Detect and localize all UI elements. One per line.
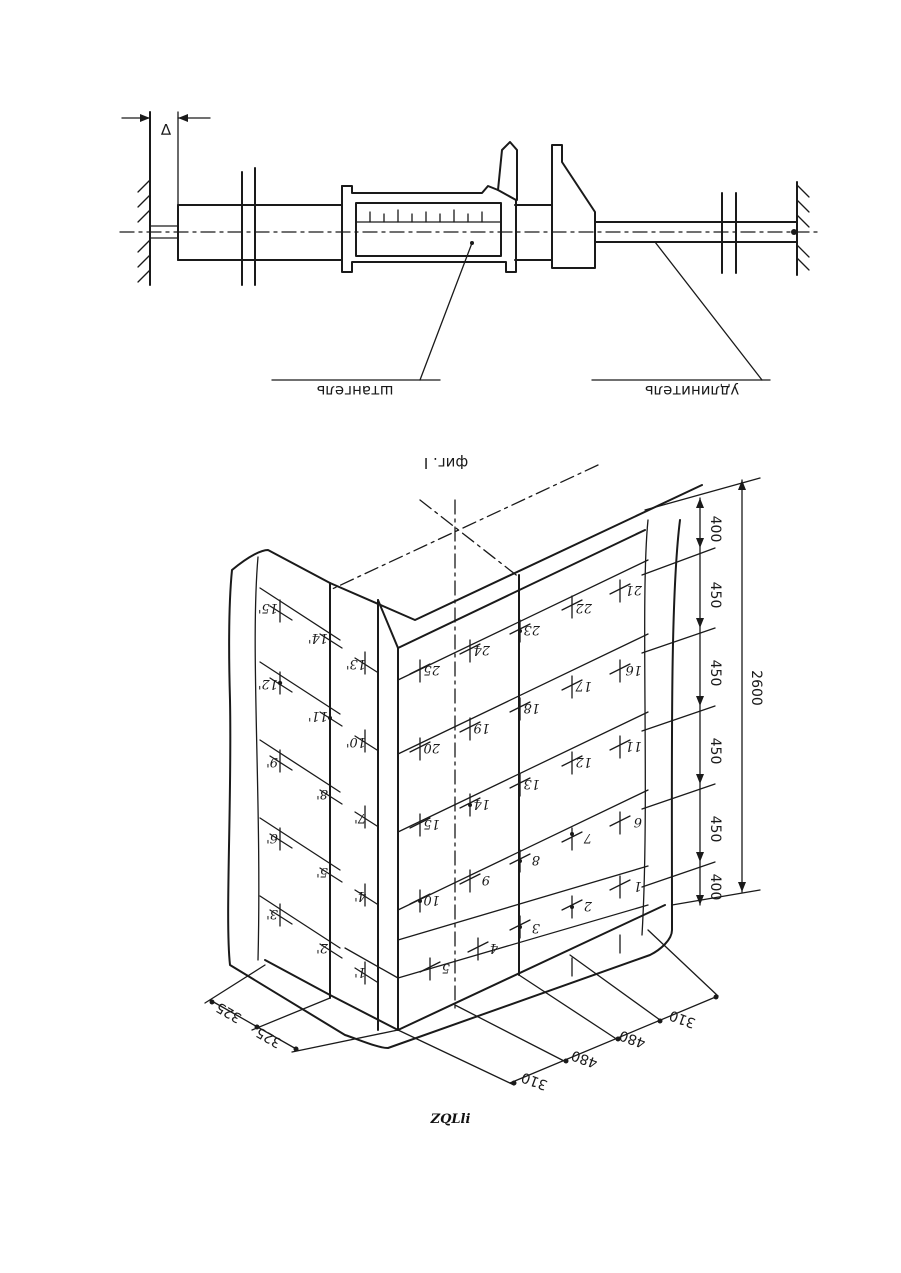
label-bar: штангель xyxy=(317,382,394,400)
svg-text:24: 24 xyxy=(473,642,491,657)
dim-bottom-left-1: 325 xyxy=(213,999,244,1026)
svg-text:15': 15' xyxy=(258,600,278,615)
caliper-bar xyxy=(178,168,552,285)
svg-text:7: 7 xyxy=(583,830,592,845)
svg-text:1: 1 xyxy=(634,878,642,893)
svg-text:22: 22 xyxy=(575,600,593,615)
svg-text:16: 16 xyxy=(625,662,642,677)
dim-bottom-right-4: 310 xyxy=(667,1007,698,1031)
svg-text:21: 21 xyxy=(625,582,643,597)
svg-text:18: 18 xyxy=(523,700,540,715)
svg-text:14: 14 xyxy=(473,796,490,811)
svg-text:20: 20 xyxy=(423,740,441,755)
svg-text:13': 13' xyxy=(346,656,366,671)
figure-2-wall-corner: 400 450 450 450 450 400 2600 325 325 xyxy=(205,465,764,1093)
right-dimension-chain: 400 450 450 450 450 400 2600 xyxy=(642,478,764,905)
bottom-dimension-chains: 325 325 310 480 480 310 xyxy=(205,930,719,1093)
dim-bottom-right-3: 480 xyxy=(617,1027,648,1051)
svg-text:10': 10' xyxy=(346,734,366,749)
fixed-jaw xyxy=(552,145,595,268)
figure-1-caption: фиг. I xyxy=(424,454,468,472)
dim-bottom-right-1: 310 xyxy=(519,1069,550,1093)
svg-text:12: 12 xyxy=(575,754,592,769)
svg-text:14': 14' xyxy=(308,630,328,645)
svg-text:2': 2' xyxy=(316,940,329,955)
svg-text:7': 7' xyxy=(354,810,366,825)
svg-text:12': 12' xyxy=(258,676,278,691)
dim-right-4: 450 xyxy=(707,738,723,765)
svg-text:9: 9 xyxy=(482,872,490,887)
svg-text:11: 11 xyxy=(625,738,642,753)
label-extension: удлинитель xyxy=(645,382,740,400)
extension-rod xyxy=(595,193,797,273)
svg-text:4: 4 xyxy=(490,940,499,955)
svg-text:5: 5 xyxy=(442,960,450,975)
svg-text:4': 4' xyxy=(354,888,367,903)
vernier-frame xyxy=(342,142,517,272)
left-wall xyxy=(138,112,150,285)
svg-text:11': 11' xyxy=(308,708,328,723)
svg-text:13: 13 xyxy=(523,776,540,791)
svg-text:5': 5' xyxy=(316,864,328,879)
dim-right-2: 450 xyxy=(707,582,723,609)
svg-text:8: 8 xyxy=(532,852,540,867)
svg-text:17: 17 xyxy=(575,678,592,693)
svg-text:3': 3' xyxy=(266,906,278,921)
delta-symbol: ∇ xyxy=(160,120,172,138)
dim-right-3: 450 xyxy=(707,660,723,687)
construction-lines xyxy=(330,465,598,1010)
svg-text:6': 6' xyxy=(266,830,278,845)
dim-total: 2600 xyxy=(748,670,764,706)
svg-text:8': 8' xyxy=(316,786,328,801)
figure-1-caliper: ∇ xyxy=(120,112,822,472)
svg-text:6: 6 xyxy=(634,814,642,829)
dim-right-6: 400 xyxy=(707,874,723,901)
svg-text:1': 1' xyxy=(354,964,366,979)
svg-text:9': 9' xyxy=(266,754,278,769)
svg-text:25: 25 xyxy=(423,662,441,677)
right-wall xyxy=(797,182,809,275)
page-footer-code: ZQLli xyxy=(0,1112,901,1127)
svg-text:3: 3 xyxy=(532,920,540,935)
dim-bottom-right-2: 480 xyxy=(569,1047,600,1071)
point-numbers: 21 22 23 24 25 16 17 18 19 20 11 12 13 1… xyxy=(258,582,643,979)
svg-text:15: 15 xyxy=(423,816,440,831)
dim-right-5: 450 xyxy=(707,816,723,843)
dim-right-1: 400 xyxy=(707,516,723,543)
svg-text:2: 2 xyxy=(584,898,593,913)
svg-text:23: 23 xyxy=(523,622,541,637)
svg-text:19: 19 xyxy=(473,720,490,735)
delta-gap-dimension: ∇ xyxy=(122,112,210,205)
svg-text:10: 10 xyxy=(423,892,440,907)
wall-outline xyxy=(228,485,702,1048)
